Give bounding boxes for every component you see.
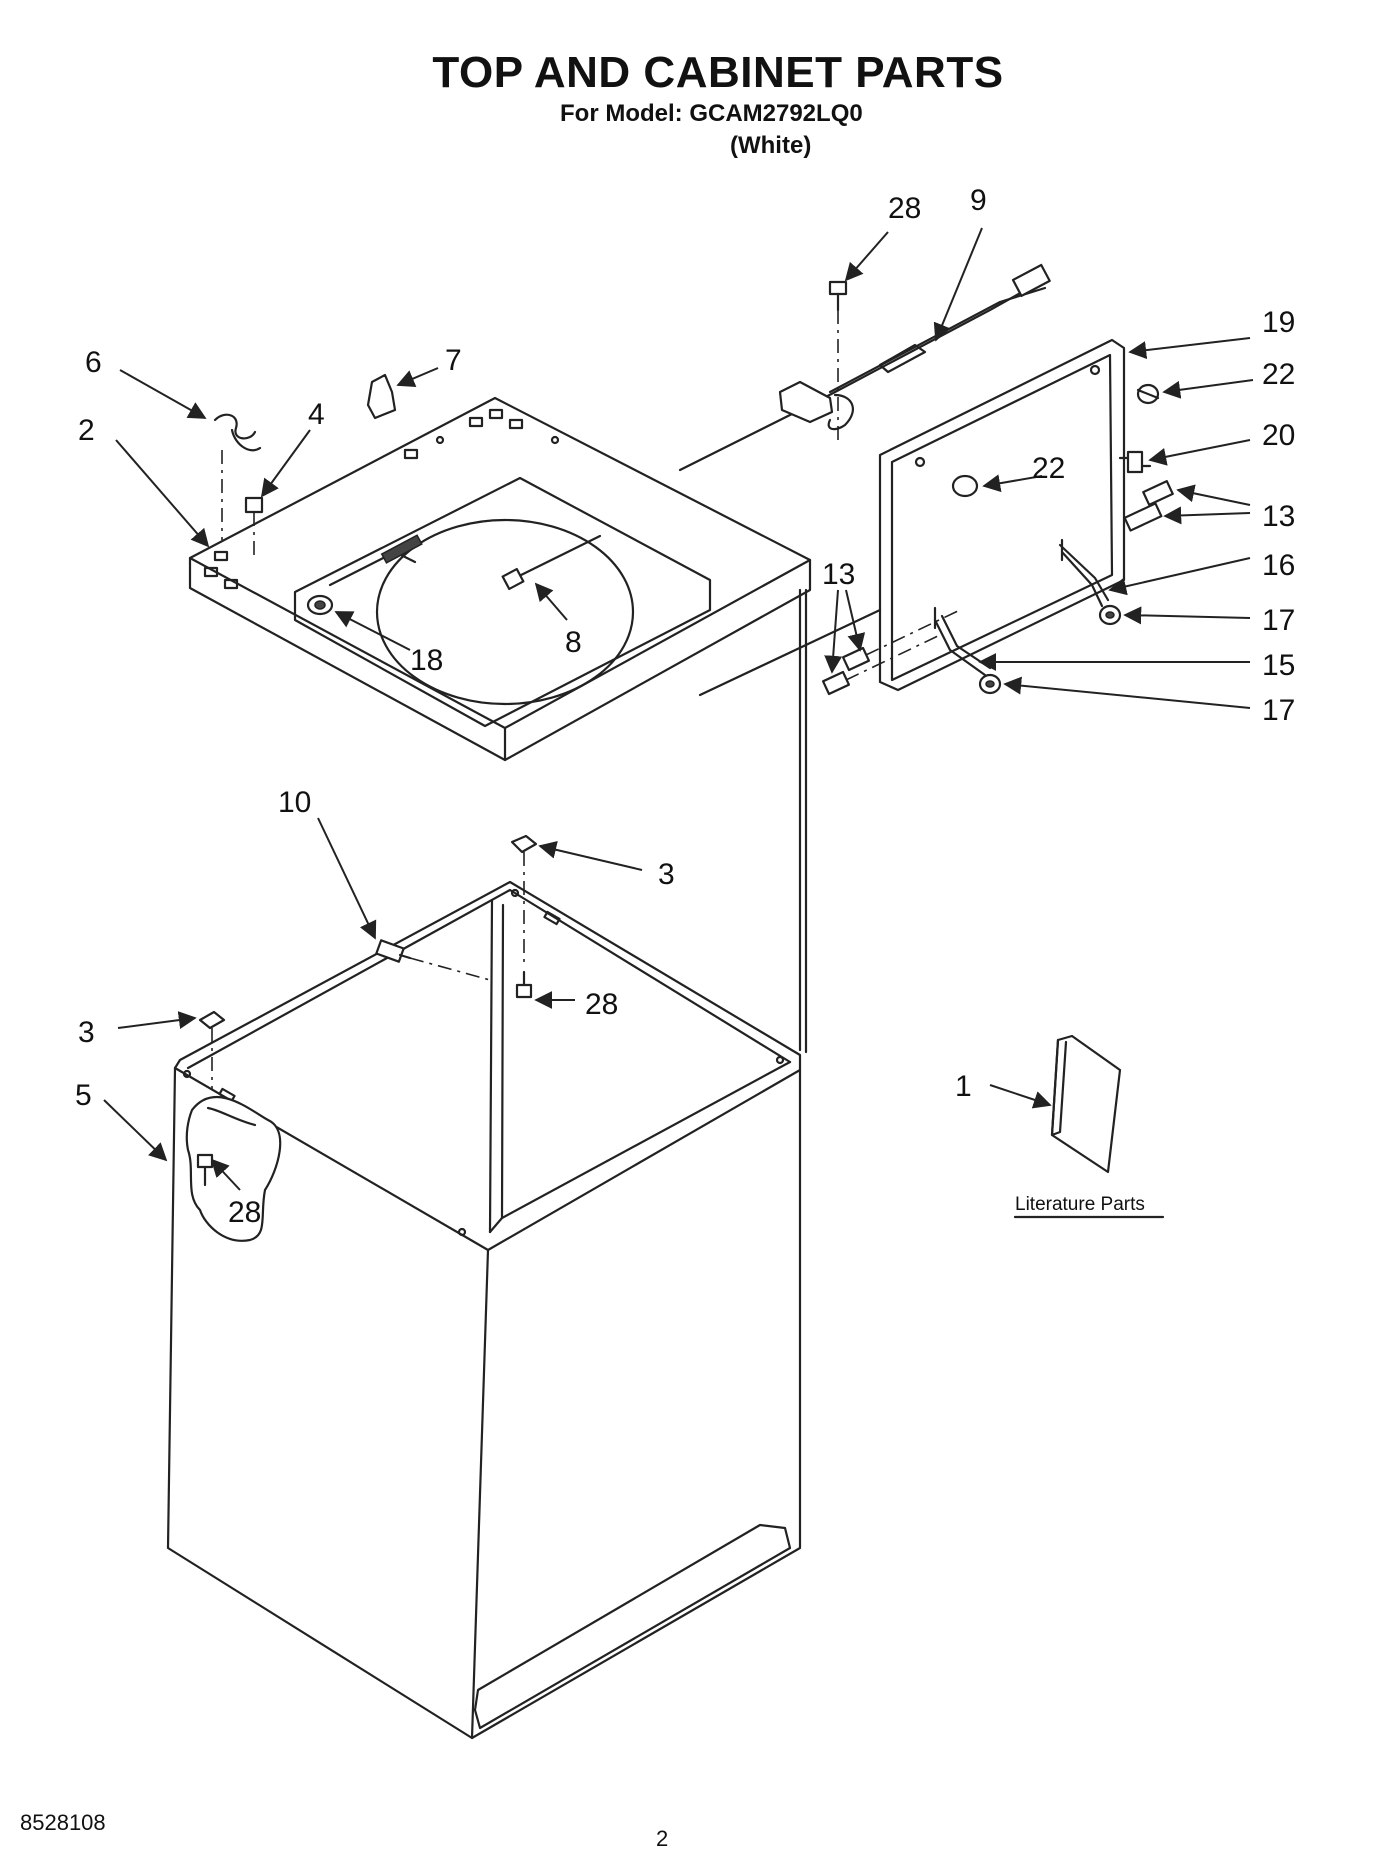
cabinet — [166, 880, 802, 1740]
knob-22-lower — [951, 474, 979, 498]
knob-22-upper — [1136, 383, 1160, 405]
callout-17-upper: 17 — [1262, 604, 1295, 637]
callout-28-cabinet: 28 — [228, 1196, 261, 1229]
cap-17-upper — [1098, 604, 1122, 626]
callout-10: 10 — [278, 786, 311, 819]
clip-3-rear — [510, 834, 538, 965]
callout-22-upper: 22 — [1262, 358, 1295, 391]
callout-5: 5 — [75, 1079, 92, 1112]
wire-harness — [778, 263, 1051, 431]
fill-nozzle — [306, 594, 334, 616]
top-to-console-line — [698, 608, 882, 697]
page-number: 2 — [656, 1826, 669, 1851]
callout-2: 2 — [78, 414, 95, 447]
top-panel — [188, 396, 812, 762]
callout-8: 8 — [565, 626, 582, 659]
clip-3-front — [198, 1010, 226, 1090]
callout-13-left: 13 — [822, 558, 855, 591]
callout-28-harness: 28 — [888, 192, 921, 225]
color-variant: (White) — [730, 132, 812, 159]
callout-13-right: 13 — [1262, 500, 1295, 533]
bracket-4 — [221, 450, 264, 560]
callout-17-lower: 17 — [1262, 694, 1295, 727]
callout-1: 1 — [955, 1070, 972, 1103]
literature-parts-label: Literature Parts — [1015, 1194, 1145, 1215]
callout-22-lower: 22 — [1032, 452, 1065, 485]
callout-18: 18 — [410, 644, 443, 677]
screw-10 — [375, 939, 491, 981]
callout-3-rear: 3 — [658, 858, 675, 891]
screw-8 — [501, 534, 602, 591]
hinge-clip — [213, 413, 262, 452]
screw-28-harness — [828, 280, 848, 440]
callout-15: 15 — [1262, 649, 1295, 682]
callout-6: 6 — [85, 346, 102, 379]
console-frame — [878, 338, 1126, 692]
document-number: 8528108 — [20, 1810, 106, 1835]
screw-28-rear — [515, 970, 533, 999]
callout-19: 19 — [1262, 306, 1295, 339]
callout-20: 20 — [1262, 419, 1295, 452]
literature-booklet — [1013, 1034, 1165, 1219]
leader-arrows — [103, 227, 1254, 1191]
switch-20 — [1118, 450, 1152, 474]
page-title: TOP AND CABINET PARTS — [432, 48, 1004, 97]
callout-28-rear: 28 — [585, 988, 618, 1021]
callout-3-front: 3 — [78, 1016, 95, 1049]
screws-13-right — [1123, 480, 1174, 532]
cap-17-lower — [978, 673, 1002, 695]
model-line: For Model: GCAM2792LQ0 — [560, 100, 863, 127]
cabinet-cutaway — [185, 1096, 282, 1242]
clip-7 — [366, 373, 397, 420]
hose-16 — [1058, 538, 1110, 608]
callout-9: 9 — [970, 184, 987, 217]
callout-7: 7 — [445, 344, 462, 377]
callout-16: 16 — [1262, 549, 1295, 582]
screws-13-left — [821, 609, 961, 696]
callout-4: 4 — [308, 398, 325, 431]
